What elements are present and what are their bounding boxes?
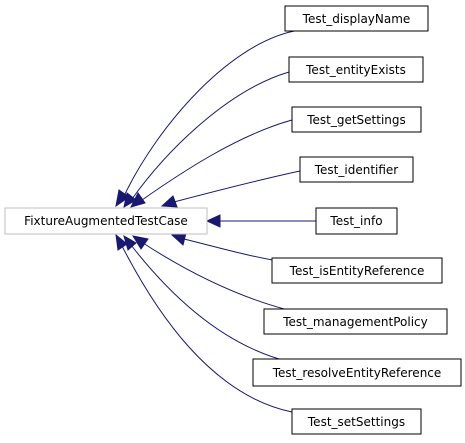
node-label: Test_managementPolicy <box>282 315 428 329</box>
edge-test-entityexists <box>123 71 290 209</box>
edge-test-info <box>205 214 316 228</box>
edge-test-getsettings <box>130 119 293 208</box>
node-test-entityexists: Test_entityExists <box>288 56 424 83</box>
node-test-isentityreference: Test_isEntityReference <box>271 257 443 284</box>
edge-test-displayname <box>115 29 301 208</box>
edge-test-resolveentityreference <box>123 234 291 363</box>
edge-test-identifier <box>160 170 301 208</box>
node-label: Test_setSettings <box>307 415 405 429</box>
node-test-displayname: Test_displayName <box>284 5 429 32</box>
edge-test-setsettings <box>115 233 293 413</box>
node-label: Test_identifier <box>314 163 399 177</box>
node-label: Test_entityExists <box>305 63 406 77</box>
edge-test-managementpolicy <box>131 235 301 314</box>
edges <box>115 29 316 413</box>
node-label: Test_isEntityReference <box>289 264 425 278</box>
node-fixtureaugmentedtestcase: FixtureAugmentedTestCase <box>4 207 208 235</box>
node-label: Test_displayName <box>302 12 411 26</box>
node-test-getsettings: Test_getSettings <box>291 106 422 133</box>
node-test-resolveentityreference: Test_resolveEntityReference <box>252 358 462 387</box>
node-label: Test_info <box>329 214 382 228</box>
node-test-setsettings: Test_setSettings <box>291 408 422 435</box>
node-test-identifier: Test_identifier <box>299 156 414 183</box>
node-label: FixtureAugmentedTestCase <box>24 214 188 228</box>
node-label: Test_getSettings <box>306 113 406 127</box>
node-test-info: Test_info <box>315 207 398 235</box>
node-label: Test_resolveEntityReference <box>272 366 442 380</box>
node-test-managementpolicy: Test_managementPolicy <box>263 308 448 335</box>
